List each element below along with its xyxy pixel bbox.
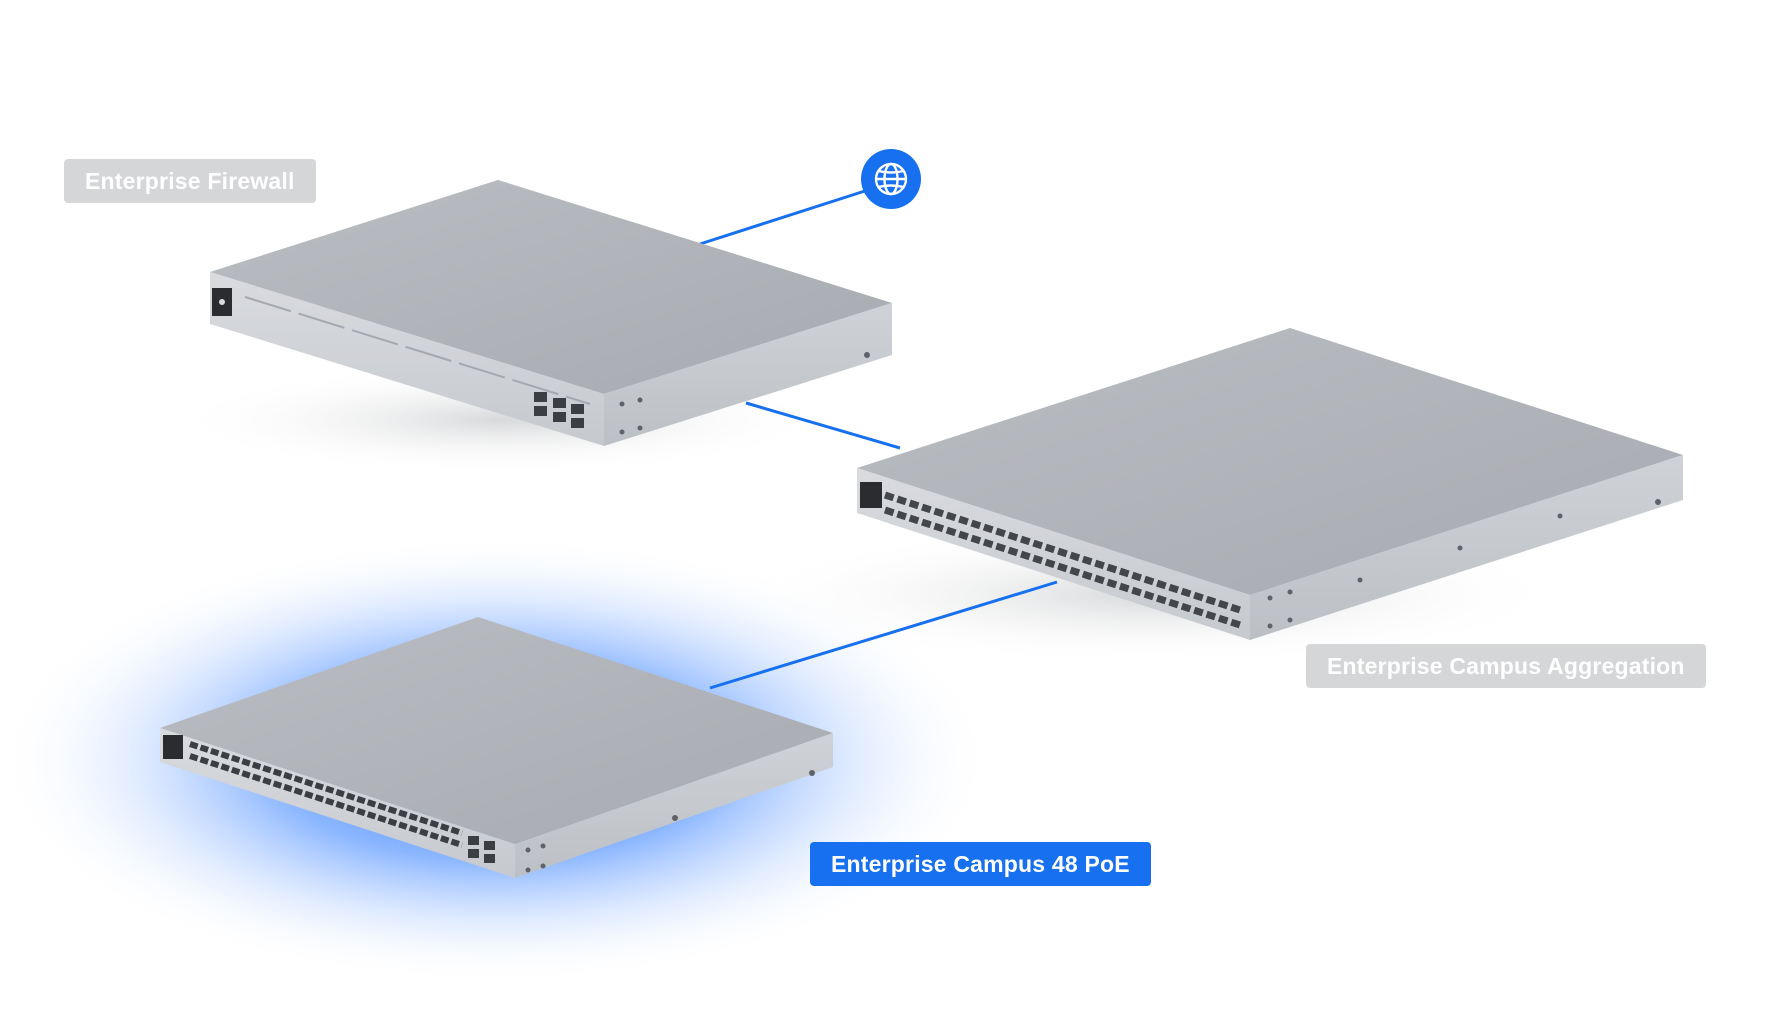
label-enterprise-firewall[interactable]: Enterprise Firewall — [64, 159, 316, 203]
firewall-top — [210, 180, 892, 394]
label-enterprise-campus-48-poe[interactable]: Enterprise Campus 48 PoE — [810, 842, 1151, 886]
link-firewall-aggregation — [745, 401, 901, 450]
campus-poe-ports-bottom — [189, 753, 463, 848]
aggregation-sfp-row-bottom — [883, 506, 1242, 629]
link-aggregation-campus — [709, 580, 1058, 690]
firewall-ports — [534, 392, 584, 428]
campus-poe-device — [160, 617, 833, 878]
campus-poe-side — [515, 733, 833, 878]
firewall-device — [210, 180, 892, 446]
campus-poe-console — [163, 735, 183, 759]
aggregation-console — [860, 482, 882, 508]
firewall-front — [210, 272, 604, 446]
aggregation-sfp-row-top — [883, 491, 1242, 614]
aggregation-side — [1250, 455, 1683, 640]
aggregation-device — [857, 328, 1683, 640]
campus-poe-sfp-ports — [468, 836, 495, 863]
campus-poe-top — [160, 617, 833, 844]
link-internet-firewall — [699, 188, 869, 246]
globe-icon — [861, 149, 921, 209]
aggregation-top — [857, 328, 1683, 595]
campus-poe-ports-top — [189, 741, 463, 836]
firewall-side — [604, 303, 892, 446]
label-enterprise-campus-aggregation[interactable]: Enterprise Campus Aggregation — [1306, 644, 1706, 688]
